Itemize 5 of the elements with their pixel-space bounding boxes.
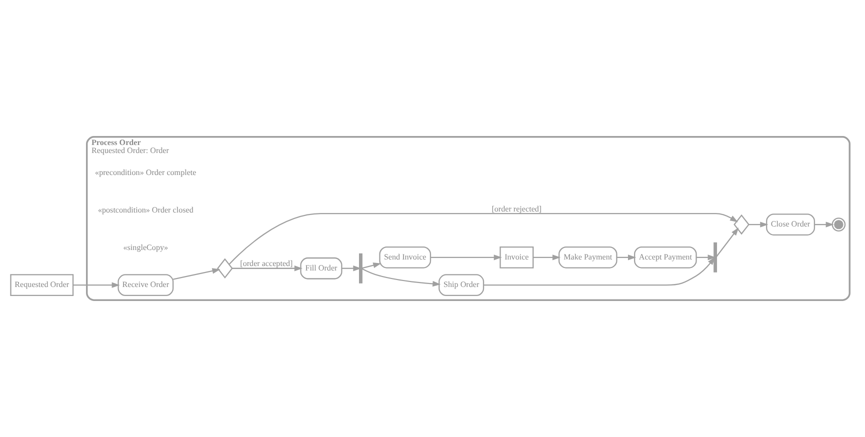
label: «singleCopy» [123,242,168,252]
edge-label: [order rejected] [492,204,542,214]
label: «postcondition» Order closed [98,205,194,214]
edge-label: [order accepted] [240,259,293,268]
label: «precondition» Order complete [95,168,196,177]
